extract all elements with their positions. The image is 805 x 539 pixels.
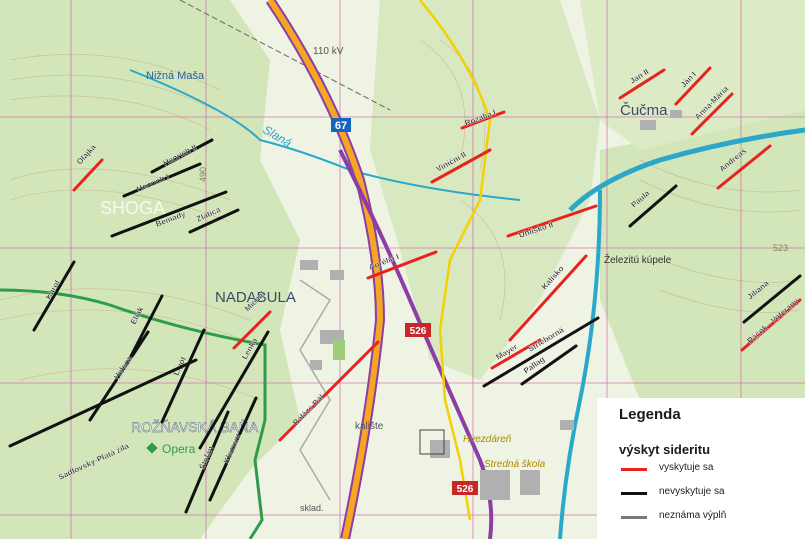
road-badge-526: 526 bbox=[405, 323, 431, 337]
vein-black-9 bbox=[184, 410, 230, 514]
local-roads bbox=[299, 279, 332, 501]
label-opera: Opera bbox=[162, 442, 196, 456]
vein-black-4 bbox=[32, 260, 76, 332]
vein-red-7 bbox=[490, 338, 542, 370]
stadium bbox=[419, 429, 445, 455]
label-power-line: 110 kV bbox=[313, 46, 344, 57]
vein-red-12 bbox=[740, 298, 802, 352]
legend-panel: Legenda výskyt sideritu vyskytuje sa nev… bbox=[597, 398, 805, 539]
vein-black-7 bbox=[160, 328, 206, 424]
power-line bbox=[179, 0, 391, 111]
label-stredna-skola: Stredná škola bbox=[484, 459, 546, 470]
label-nizna-masa: Nižná Maša bbox=[146, 70, 205, 82]
river-south bbox=[558, 189, 602, 539]
road-badge-67: 67 bbox=[331, 118, 351, 132]
vein-red-10 bbox=[690, 92, 734, 136]
forest-area-northeast bbox=[580, 0, 805, 150]
forest-area-east bbox=[600, 110, 805, 400]
opera-mine-symbol bbox=[146, 442, 158, 454]
vein-red-13 bbox=[460, 110, 506, 130]
vein-red-11 bbox=[716, 144, 772, 190]
sports-field bbox=[333, 340, 345, 360]
vein-black-13 bbox=[482, 316, 600, 388]
legend-swatch-unknown bbox=[621, 516, 647, 519]
legend-swatch-absent bbox=[621, 492, 647, 495]
label-zelezitu-kupele: Železitú kúpele bbox=[604, 253, 672, 266]
svg-text:526: 526 bbox=[410, 326, 427, 337]
svg-text:67: 67 bbox=[335, 120, 347, 132]
vein-black-12 bbox=[628, 184, 678, 228]
label-cucma: Čučma bbox=[620, 102, 668, 119]
vein-black-0 bbox=[150, 138, 214, 174]
vein-black-11 bbox=[8, 358, 198, 448]
legend-label-unknown: neznáma výplň bbox=[659, 510, 727, 521]
trail-yellow[interactable] bbox=[419, 0, 492, 521]
legend-swatch-present bbox=[621, 468, 647, 471]
legend-subtitle: výskyt sideritu bbox=[619, 442, 711, 457]
label-nadabula: NADABULA bbox=[215, 289, 296, 306]
vein-red-8 bbox=[618, 68, 666, 100]
label-elevation-1: 490 bbox=[198, 167, 208, 182]
built-up-area bbox=[300, 110, 682, 500]
vein-red-1 bbox=[232, 310, 272, 350]
vein-red-3 bbox=[366, 250, 438, 280]
vein-red-2 bbox=[278, 340, 380, 442]
vein-black-1 bbox=[122, 162, 202, 198]
legend-label-absent: nevyskytuje sa bbox=[659, 486, 725, 497]
label-cintorin: kalište bbox=[355, 421, 384, 432]
svg-text:526: 526 bbox=[457, 484, 474, 495]
legend-title: Legenda bbox=[619, 406, 681, 423]
vein-black-3 bbox=[188, 208, 240, 234]
label-elevation-2: 523 bbox=[773, 243, 788, 253]
vein-red-9 bbox=[674, 66, 712, 106]
label-shoga: SHOGA bbox=[100, 198, 165, 218]
road-badge-526b: 526 bbox=[452, 481, 478, 495]
forest-area-center bbox=[370, 0, 600, 380]
river-slana bbox=[129, 69, 521, 201]
vein-black-14 bbox=[520, 344, 578, 386]
legend-label-present: vyskytuje sa bbox=[659, 462, 714, 473]
vein-black-5 bbox=[126, 294, 164, 364]
label-skladka: sklad. bbox=[300, 503, 324, 513]
vein-black-15 bbox=[742, 274, 802, 324]
vein-black-2 bbox=[110, 190, 228, 238]
vein-red-4 bbox=[430, 148, 492, 184]
vein-red-6 bbox=[508, 254, 588, 342]
vein-red-0 bbox=[72, 158, 104, 192]
label-hvezdaren: Hvezdáreň bbox=[463, 434, 512, 445]
vein-red-5 bbox=[506, 204, 598, 238]
vein-black-10 bbox=[208, 396, 258, 502]
road-67[interactable] bbox=[267, 0, 384, 539]
vein-black-8 bbox=[198, 330, 270, 450]
river-cucma bbox=[568, 127, 805, 212]
